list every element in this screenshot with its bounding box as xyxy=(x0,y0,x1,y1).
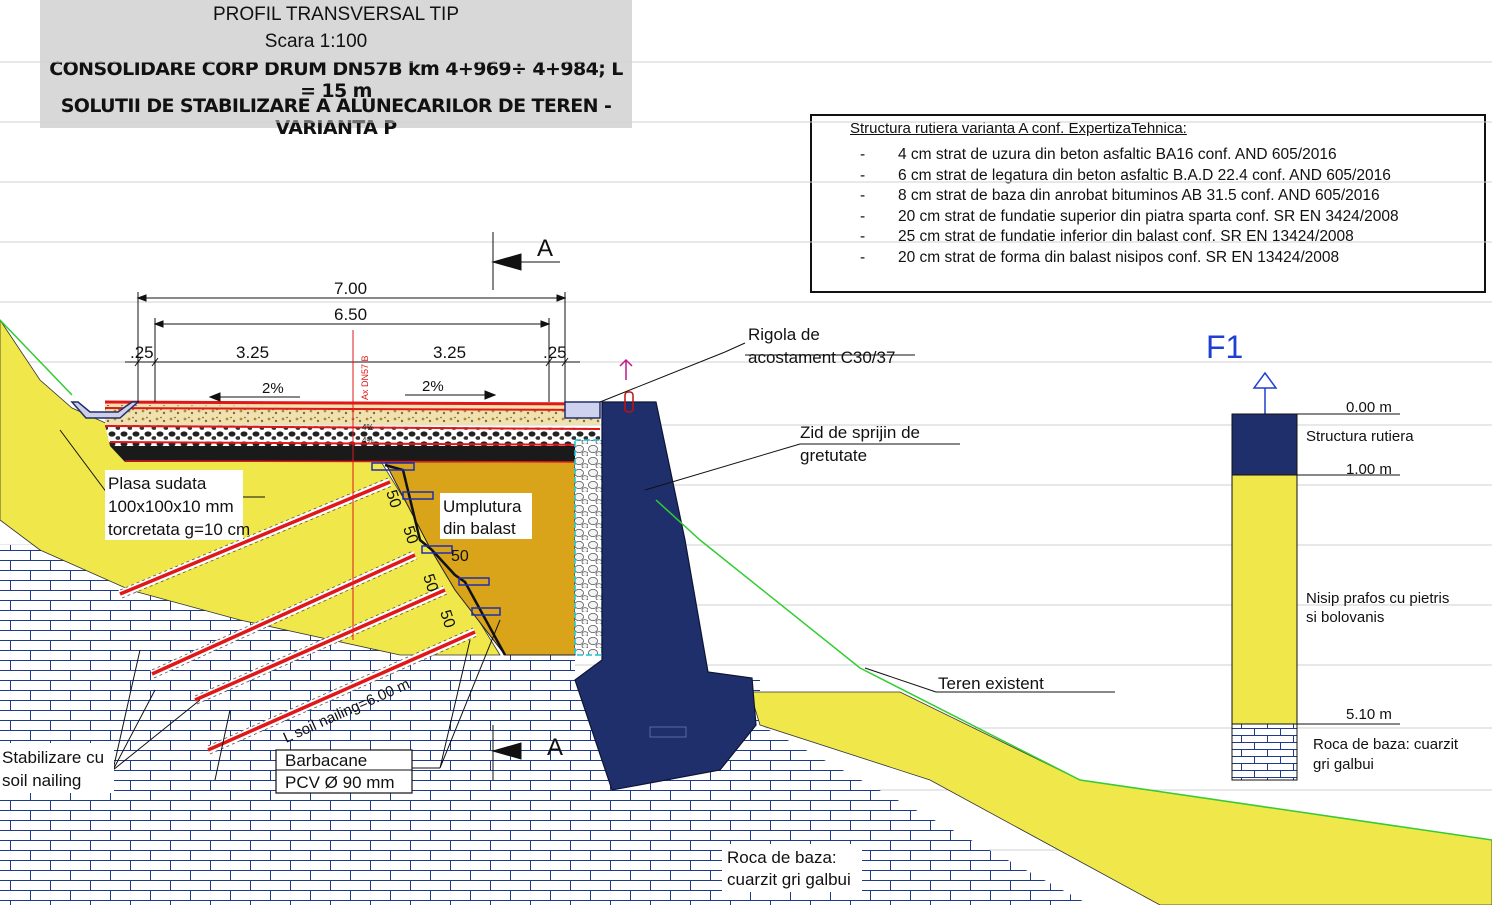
step-label: 50 xyxy=(382,488,404,510)
dim-carriageway: 6.50 xyxy=(334,305,367,324)
wall-label-line2: gretutate xyxy=(800,446,867,465)
fill-label-bg xyxy=(440,493,532,539)
bedrock-hatch xyxy=(0,545,1090,905)
bedrock-label-bg xyxy=(722,844,862,892)
borehole-arrow-icon xyxy=(1252,371,1278,414)
road-layers xyxy=(104,400,601,463)
mesh-label-line2: 100x100x10 mm xyxy=(108,497,234,516)
bedrock-label-line1: Roca de baza: xyxy=(727,848,837,867)
mesh-label-bg xyxy=(105,470,243,540)
step-label: 50 xyxy=(399,524,421,546)
weep-label-line1: Barbacane xyxy=(285,751,367,770)
road-axis-label: Ax DN57 B xyxy=(360,355,370,400)
step-label: 50 xyxy=(451,548,469,565)
right-soil-band xyxy=(749,691,1492,905)
soil-nails xyxy=(118,477,478,755)
borehole-layer-sand xyxy=(1231,474,1298,725)
road-layer-row: -20 cm strat de forma din balast nisipos… xyxy=(860,249,1340,266)
road-layer-row: -8 cm strat de baza din anrobat bitumino… xyxy=(860,187,1380,204)
dim-right-lane: 3.25 xyxy=(433,343,466,362)
step-label: 50 xyxy=(419,572,441,594)
nailing-label-line1: Stabilizare cu xyxy=(2,748,104,767)
terrain-label: Teren existent xyxy=(938,674,1044,693)
borehole-layer1-label: Structura rutiera xyxy=(1306,428,1414,445)
title-line-2: Scara 1:100 xyxy=(264,31,368,52)
road-structure-legend: Structura rutiera varianta A conf. Exper… xyxy=(810,114,1486,293)
title-line-1: PROFIL TRANSVERSAL TIP xyxy=(212,4,460,25)
nail-heads xyxy=(371,462,501,616)
gutter-marker xyxy=(619,358,634,413)
road-layer-row: -20 cm strat de fundatie superior din pi… xyxy=(860,208,1399,225)
fill-label-line2: din balast xyxy=(443,519,516,538)
dim-total-width: 7.00 xyxy=(334,279,367,298)
borehole-depth-2: 5.10 m xyxy=(1346,706,1392,723)
road-layer-row: -25 cm strat de fundatie inferior din ba… xyxy=(860,228,1354,245)
small-slope-label: 4% xyxy=(362,436,374,445)
borehole-layer2-line1: Nisip prafos cu pietris xyxy=(1306,590,1449,607)
borehole-layer3-line2: gri galbui xyxy=(1313,756,1374,773)
borehole-layer2-line2: si bolovanis xyxy=(1306,609,1384,626)
right-gutter xyxy=(564,401,601,419)
weep-label-line2: PCV Ø 90 mm xyxy=(285,773,395,792)
title-block: PROFIL TRANSVERSAL TIP Scara 1:100 CONSO… xyxy=(40,0,632,139)
borehole-layer-road xyxy=(1231,413,1298,476)
bedrock-label-line2: cuarzit gri galbui xyxy=(727,870,851,889)
mesh-label-line1: Plasa sudata xyxy=(108,474,207,493)
dim-left-shoulder: .25 xyxy=(130,343,154,362)
drainage-cobbles xyxy=(574,439,603,656)
title-line-3: CONSOLIDARE CORP DRUM DN57B km 4+969÷ 4+… xyxy=(49,58,623,102)
step-label: 50 xyxy=(436,608,458,630)
section-mark-top-label: A xyxy=(537,235,553,262)
borehole-name: F1 xyxy=(1206,329,1243,365)
road-layer-row: -4 cm strat de uzura din beton asfaltic … xyxy=(860,146,1337,163)
borehole-layer3-line1: Roca de baza: cuarzit xyxy=(1313,736,1459,753)
nailing-label-line2: soil nailing xyxy=(2,771,81,790)
slope-right-label: 2% xyxy=(422,378,444,395)
existing-terrain-line xyxy=(0,319,1492,841)
section-mark-top xyxy=(491,232,560,290)
borehole-layer-rock xyxy=(1231,723,1298,781)
fill-label-line1: Umplutura xyxy=(443,497,522,516)
wall-label-line1: Zid de sprijin de xyxy=(800,423,920,442)
retaining-wall xyxy=(574,401,757,791)
borehole-depth-0: 0.00 m xyxy=(1346,399,1392,416)
slope-left-label: 2% xyxy=(262,380,284,397)
gutter-label-line2: acostament C30/37 xyxy=(748,348,895,367)
dim-left-lane: 3.25 xyxy=(236,343,269,362)
left-gutter xyxy=(70,401,140,419)
slope-arrows xyxy=(208,390,497,402)
borehole-depth-1: 1.00 m xyxy=(1346,461,1392,478)
section-mark-bottom-label: A xyxy=(547,734,563,761)
mesh-label-line3: torcretata g=10 cm xyxy=(108,520,250,539)
small-slope-label: 4% xyxy=(362,423,374,432)
road-layer-row: -6 cm strat de legatura din beton asfalt… xyxy=(860,167,1391,184)
road-structure-heading: Structura rutiera varianta A conf. Exper… xyxy=(850,120,1187,137)
section-mark-bottom xyxy=(491,725,522,780)
gutter-label-line1: Rigola de xyxy=(748,325,820,344)
weep-label-box xyxy=(275,749,413,794)
nailing-label-bg xyxy=(0,743,114,793)
dim-right-shoulder: .25 xyxy=(543,343,567,362)
wall-weep-slot xyxy=(649,726,687,738)
